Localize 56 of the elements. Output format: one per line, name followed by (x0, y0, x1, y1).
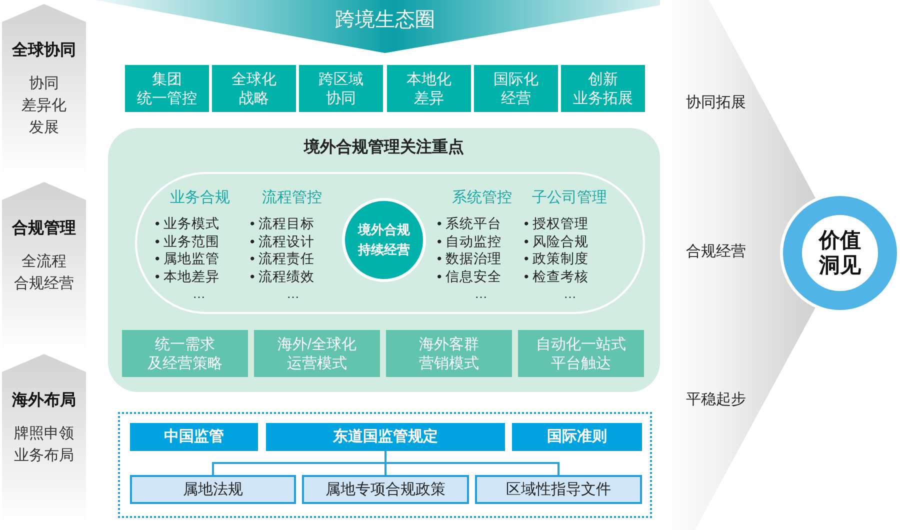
bullet-item: • 属地监管 (155, 250, 220, 268)
bullet-item: • 政策制度 (524, 250, 588, 268)
column-heading: 流程管控 (262, 188, 322, 208)
category-box: 东道国监管规定 (266, 423, 505, 451)
column-heading: 系统管控 (452, 188, 512, 208)
regulation-box: 属地专项合规政策 (302, 475, 469, 504)
bullet-item: • 流程责任 (250, 250, 314, 268)
pillar-box: 全球化战略 (212, 65, 296, 112)
focus-box: 统一需求及经营策略 (122, 330, 248, 377)
focus-box: 自动化一站式平台触达 (518, 330, 644, 377)
regulation-box: 属地法规 (130, 475, 296, 504)
hub-circle: 境外合规持续经营 (342, 198, 426, 282)
stage-label: 协同拓展 (686, 93, 746, 113)
pillar-box: 本地化差异 (387, 65, 471, 112)
bullet-item: • 系统平台 (437, 215, 502, 233)
bullet-item: • 本地差异 (155, 268, 220, 286)
bullet-item: • 流程绩效 (250, 268, 314, 286)
category-box: 中国监管 (130, 423, 258, 451)
ellipsis: … (474, 286, 488, 302)
arrow-subtitle: 牌照申领业务布局 (14, 424, 74, 466)
category-box: 国际准则 (512, 423, 642, 451)
bullet-item: • 自动监控 (437, 232, 502, 250)
arrow-title: 全球协同 (12, 41, 76, 61)
pillar-box: 创新业务拓展 (561, 65, 645, 112)
bullet-item: • 数据治理 (437, 250, 502, 268)
column-heading: 子公司管理 (532, 188, 607, 208)
focus-panel (108, 128, 660, 392)
ellipsis: … (192, 286, 206, 302)
arrow-subtitle: 协同差异化发展 (22, 74, 66, 138)
bullet-item: • 业务范围 (155, 232, 220, 250)
pillar-box: 国际化经营 (474, 65, 558, 112)
arrow-title: 合规管理 (12, 219, 76, 239)
arrow-subtitle: 全流程合规经营 (14, 252, 74, 294)
bullet-item: • 授权管理 (524, 215, 588, 233)
bullet-item: • 流程设计 (250, 232, 314, 250)
panel-title: 境外合规管理关注重点 (304, 138, 464, 158)
regulation-box: 区域性指导文件 (475, 475, 642, 504)
stage-label: 平稳起步 (686, 390, 746, 410)
focus-box: 海外客群营销模式 (386, 330, 512, 377)
bullet-item: • 信息安全 (437, 268, 502, 286)
dotted-frame (118, 412, 652, 518)
bullet-item: • 流程目标 (250, 215, 314, 233)
ellipsis: … (286, 286, 300, 302)
pillar-box: 跨区域协同 (299, 65, 383, 112)
stage-label: 合规经营 (686, 242, 746, 262)
banner-title: 跨境生态圈 (335, 8, 435, 32)
arrow-title: 海外布局 (12, 391, 76, 411)
oval-frame (135, 172, 645, 314)
bullet-item: • 风险合规 (524, 232, 588, 250)
ring-label: 价值洞见 (819, 228, 861, 278)
pillar-box: 集团统一管控 (125, 65, 209, 112)
column-heading: 业务合规 (170, 188, 230, 208)
ellipsis: … (564, 286, 576, 302)
focus-box: 海外/全球化运营模式 (254, 330, 380, 377)
bullet-item: • 业务模式 (155, 215, 220, 233)
bullet-item: • 检查考核 (524, 268, 588, 286)
